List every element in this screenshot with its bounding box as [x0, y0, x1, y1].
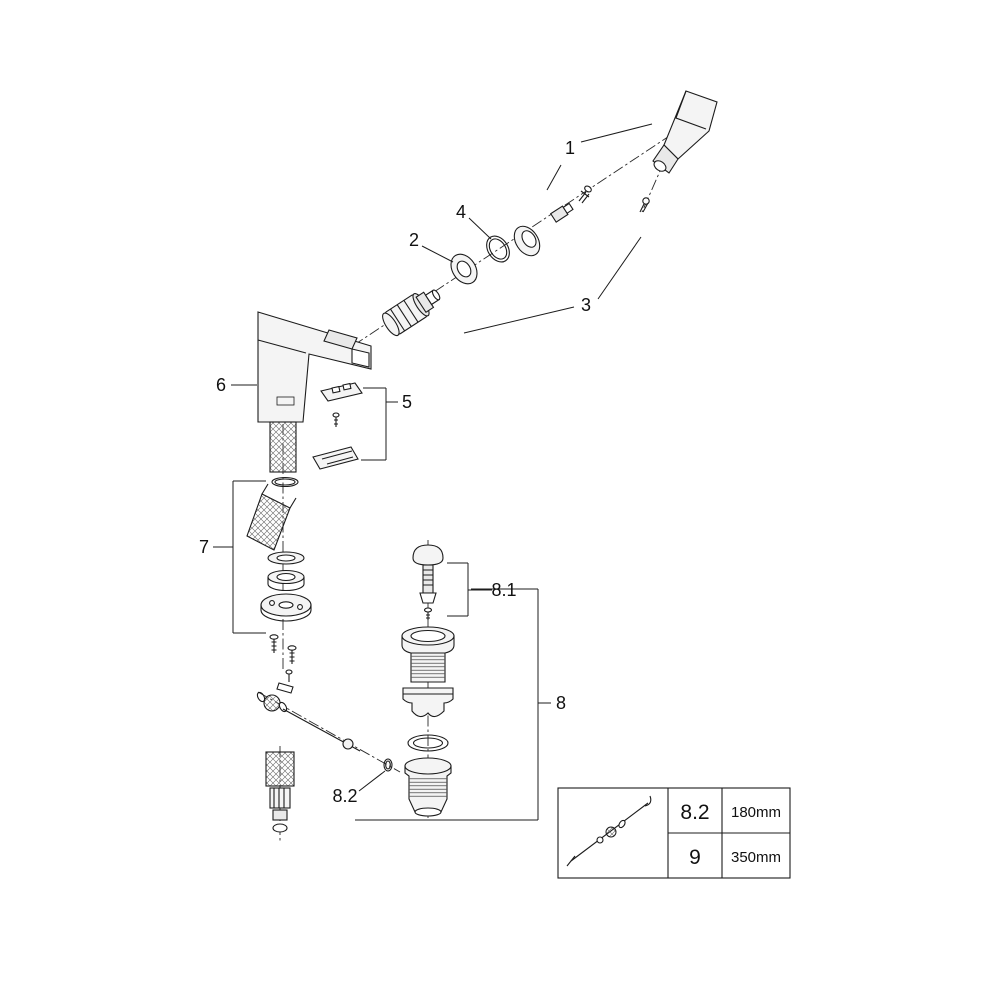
callout-7: 7 — [199, 537, 209, 557]
handle-set-screw — [639, 197, 650, 213]
table-size-350mm: 350mm — [731, 849, 781, 866]
drain-o-ring — [407, 734, 449, 752]
callout-6: 6 — [216, 375, 226, 395]
threaded-shank — [269, 421, 297, 473]
size-table: 8.2 180mm 9 350mm — [557, 787, 791, 879]
rubber-washer — [267, 569, 305, 592]
center-axes — [257, 112, 705, 842]
table-part-8-2: 8.2 — [680, 801, 709, 824]
mounting-screw — [287, 645, 297, 664]
callout-5: 5 — [402, 392, 412, 412]
stem-adapter — [549, 202, 574, 223]
leader-lines — [213, 123, 653, 821]
pivot-linkage — [256, 669, 393, 833]
mounting-screw — [269, 634, 279, 653]
callout-3: 3 — [581, 295, 591, 315]
mounting-plate — [260, 593, 312, 622]
popup-knob — [412, 544, 444, 620]
o-ring — [486, 235, 510, 263]
mounting-stack — [260, 476, 312, 664]
faucet-body — [257, 311, 372, 423]
table-part-9: 9 — [689, 846, 701, 869]
rod-o-ring — [383, 758, 393, 772]
callout-1: 1 — [565, 138, 575, 158]
callout-labels: 1 2 3 4 5 6 7 8 8.1 8.2 — [199, 138, 591, 806]
drain-body — [404, 757, 452, 817]
drain-flange — [401, 626, 455, 683]
cartridge — [382, 289, 441, 337]
mounting-ring — [450, 253, 478, 285]
callout-8: 8 — [556, 693, 566, 713]
callout-2: 2 — [409, 230, 419, 250]
callout-8-2: 8.2 — [332, 786, 357, 806]
limiter-clips — [312, 382, 363, 470]
table-size-180mm: 180mm — [731, 804, 781, 821]
shank-o-ring — [271, 476, 299, 488]
escutcheon-ring — [513, 225, 541, 257]
supply-hoses — [246, 483, 297, 551]
handle-lever — [652, 90, 718, 174]
table-rod-drawing — [566, 795, 652, 867]
drain-seat — [402, 687, 454, 718]
clip-screw — [332, 412, 340, 427]
fixing-screw — [578, 185, 592, 204]
callout-4: 4 — [456, 202, 466, 222]
flat-washer — [267, 551, 305, 565]
callout-8-1: 8.1 — [491, 580, 516, 600]
